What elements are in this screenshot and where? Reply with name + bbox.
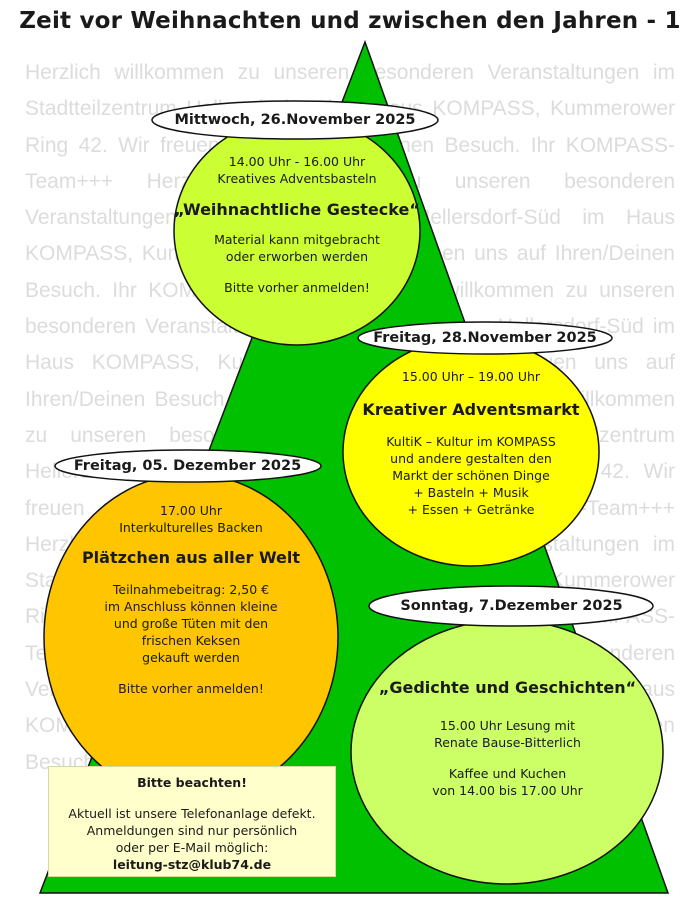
date-oval-2 — [357, 321, 613, 355]
event-4-date: Sonntag, 7.Dezember 2025 — [400, 598, 623, 614]
event-1: 14.00 Uhr - 16.00 Uhr Kreatives Adventsb… — [174, 154, 420, 295]
date-oval-1 — [151, 100, 439, 140]
notice-box: Bitte beachten! Aktuell ist unsere Telef… — [48, 766, 336, 877]
email-link[interactable]: leitung-stz@klub74.de — [112, 857, 272, 872]
event-3-date: Freitag, 05. Dezember 2025 — [73, 458, 302, 474]
event-1-date: Mittwoch, 26.November 2025 — [174, 112, 416, 128]
date-oval-3 — [54, 449, 322, 483]
event-2: 15.00 Uhr – 19.00 Uhr Kreativer Adventsm… — [362, 369, 580, 517]
page-title: Zeit vor Weihnachten und zwischen den Ja… — [19, 8, 681, 34]
event-2-date: Freitag, 28.November 2025 — [373, 330, 597, 346]
event-4: „Gedichte und Geschichten“ 15.00 Uhr Les… — [378, 678, 637, 798]
date-oval-4 — [368, 585, 654, 627]
event-3: 17.00 Uhr Interkulturelles Backen Plätzc… — [81, 503, 301, 696]
